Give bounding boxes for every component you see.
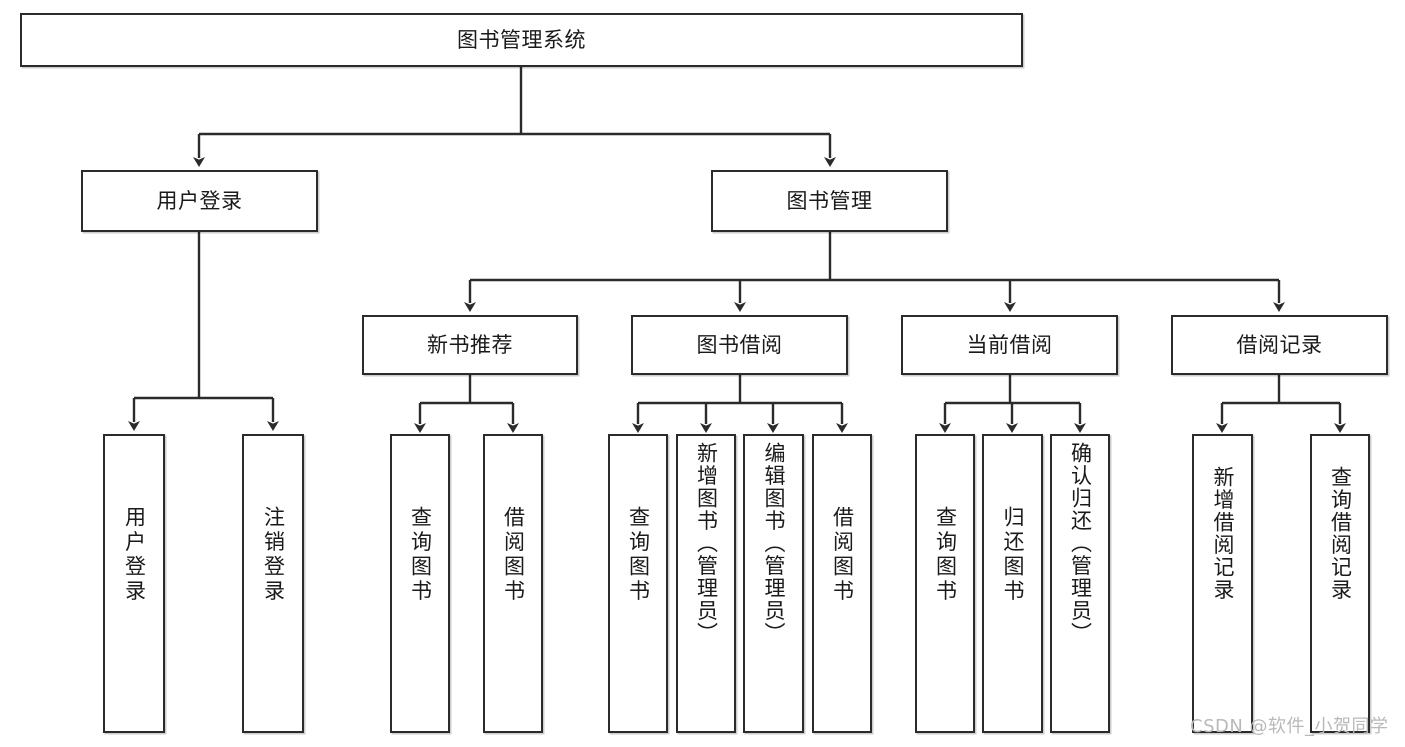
node-current-borrow[interactable]: 当前借阅 bbox=[901, 315, 1118, 375]
node-borrow-record-label: 借阅记录 bbox=[1236, 332, 1323, 357]
node-user-login-label: 用户登录 bbox=[156, 188, 243, 213]
leaf-borrow-book-1-label: 借阅图书 bbox=[501, 506, 526, 604]
leaf-confirm-return-label: 确认归还（管理员） bbox=[1068, 442, 1093, 645]
leaf-add-book-label: 新增图书（管理员） bbox=[694, 442, 719, 645]
leaf-edit-book[interactable]: 编辑图书（管理员） bbox=[743, 434, 804, 733]
leaf-query-book-2[interactable]: 查询图书 bbox=[608, 434, 668, 733]
node-current-borrow-label: 当前借阅 bbox=[966, 332, 1053, 357]
node-book-manage-label: 图书管理 bbox=[786, 188, 873, 213]
leaf-user-login-label: 用户登录 bbox=[122, 506, 147, 604]
node-root[interactable]: 图书管理系统 bbox=[20, 13, 1023, 67]
leaf-add-record[interactable]: 新增借阅记录 bbox=[1192, 434, 1253, 733]
leaf-add-record-label: 新增借阅记录 bbox=[1211, 466, 1235, 601]
node-borrow-record[interactable]: 借阅记录 bbox=[1171, 315, 1388, 375]
leaf-add-book[interactable]: 新增图书（管理员） bbox=[676, 434, 736, 733]
leaf-borrow-book-2[interactable]: 借阅图书 bbox=[812, 434, 872, 733]
leaf-user-logout[interactable]: 注销登录 bbox=[242, 434, 304, 733]
leaf-borrow-book-2-label: 借阅图书 bbox=[830, 506, 855, 604]
leaf-query-book-1[interactable]: 查询图书 bbox=[390, 434, 450, 733]
leaf-user-logout-label: 注销登录 bbox=[261, 506, 286, 604]
node-book-manage[interactable]: 图书管理 bbox=[711, 170, 948, 232]
leaf-confirm-return[interactable]: 确认归还（管理员） bbox=[1050, 434, 1110, 733]
leaf-edit-book-label: 编辑图书（管理员） bbox=[762, 442, 786, 645]
leaf-query-record-label: 查询借阅记录 bbox=[1328, 466, 1353, 601]
leaf-query-book-3-label: 查询图书 bbox=[933, 506, 958, 604]
leaf-return-book[interactable]: 归还图书 bbox=[982, 434, 1043, 733]
leaf-return-book-label: 归还图书 bbox=[1001, 506, 1025, 604]
node-user-login[interactable]: 用户登录 bbox=[81, 170, 318, 232]
leaf-borrow-book-1[interactable]: 借阅图书 bbox=[483, 434, 543, 733]
node-book-borrow[interactable]: 图书借阅 bbox=[631, 315, 848, 375]
leaf-user-login[interactable]: 用户登录 bbox=[103, 434, 165, 733]
node-root-label: 图书管理系统 bbox=[457, 27, 586, 52]
leaf-query-book-2-label: 查询图书 bbox=[626, 506, 651, 604]
node-new-book-recommend-label: 新书推荐 bbox=[427, 332, 513, 357]
node-new-book-recommend[interactable]: 新书推荐 bbox=[362, 315, 578, 375]
watermark: CSDN @软件_小贺同学 bbox=[1190, 716, 1389, 737]
leaf-query-book-1-label: 查询图书 bbox=[408, 506, 433, 604]
leaf-query-record[interactable]: 查询借阅记录 bbox=[1310, 434, 1370, 733]
node-book-borrow-label: 图书借阅 bbox=[696, 332, 783, 357]
leaf-query-book-3[interactable]: 查询图书 bbox=[915, 434, 975, 733]
